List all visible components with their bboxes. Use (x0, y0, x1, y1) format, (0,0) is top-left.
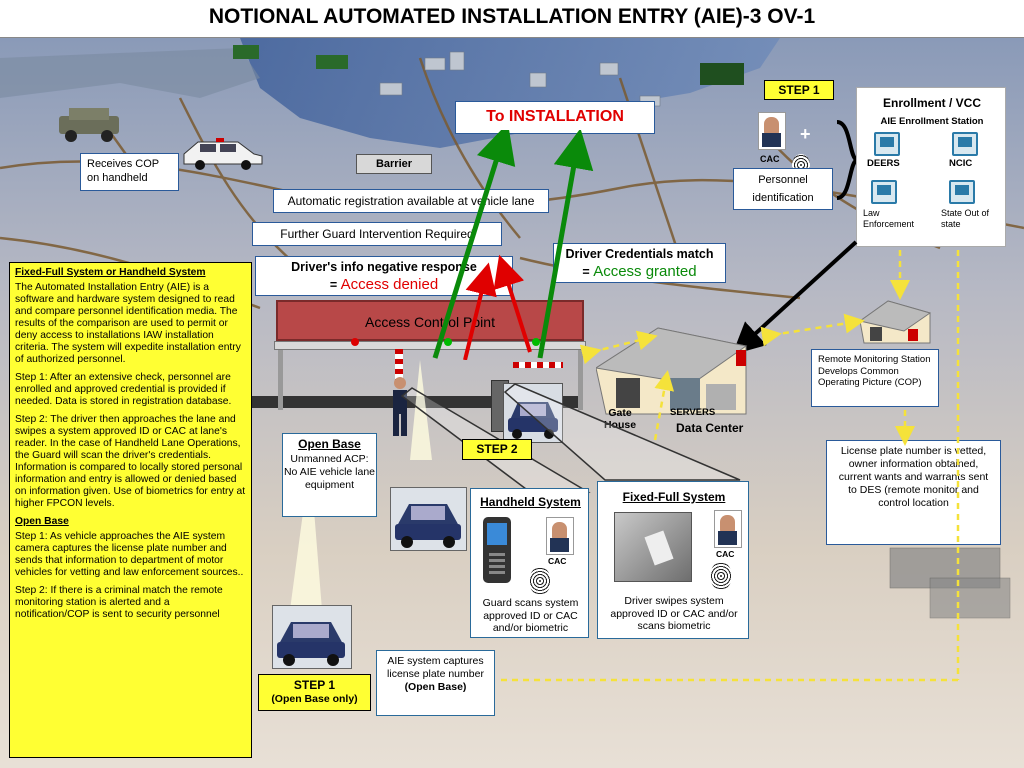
ncic-label: NCIC (949, 158, 973, 169)
cac-card-icon-top (758, 112, 786, 150)
credentials-match-box: Driver Credentials match = Access grante… (553, 243, 726, 283)
cac-label-top: CAC (760, 154, 780, 164)
gate-house-label: Gate House (603, 407, 637, 431)
police-car-icon (180, 136, 266, 172)
remote-monitoring-building (858, 299, 934, 345)
canopy-light-red (351, 338, 359, 346)
deers-label: DEERS (867, 158, 900, 169)
handheld-cac-label: CAC (548, 556, 567, 566)
left-heading-fixed-full: Fixed-Full System or Handheld System (15, 267, 206, 278)
left-description-panel: Fixed-Full System or Handheld System The… (9, 262, 252, 758)
open-base-text: Unmanned ACP: No AIE vehicle lane equipm… (283, 453, 376, 491)
open-base-box: Open Base Unmanned ACP: No AIE vehicle l… (282, 433, 377, 517)
barrier-label: Barrier (356, 154, 432, 174)
fingerprint-icon-fixed (710, 562, 732, 590)
handheld-system-box: Handheld System CAC Guard scans system a… (470, 488, 589, 638)
gate-arm-left (395, 349, 403, 385)
left-paragraph-4: Step 1: As vehicle approaches the AIE sy… (15, 531, 244, 578)
state-label: State Out of state (941, 208, 990, 229)
cac-card-icon-handheld (546, 517, 574, 555)
handheld-title: Handheld System (480, 495, 581, 509)
canopy-light-green-1 (444, 338, 452, 346)
license-plate-box: License plate number is vetted, owner in… (826, 440, 1001, 545)
enrollment-vcc-panel: Enrollment / VCC AIE Enrollment Station … (856, 87, 1006, 247)
canopy-post-left (278, 350, 283, 410)
further-guard-box: Further Guard Intervention Required (252, 222, 502, 246)
card-swipe-photo (614, 512, 692, 582)
open-base-car-image-1 (390, 487, 467, 551)
handheld-device-icon (483, 517, 511, 583)
servers-label: SERVERS (670, 407, 716, 418)
receives-cop-label: Receives COP on handheld (80, 153, 179, 191)
data-center-label: Data Center (676, 421, 744, 435)
enrollment-subtitle: AIE Enrollment Station (880, 116, 984, 127)
to-installation-box: To INSTALLATION (455, 101, 655, 134)
humvee-icon (55, 106, 125, 144)
aie-captures-text: AIE system captures license plate number (387, 655, 484, 680)
deers-computer-icon (874, 132, 900, 156)
enrollment-title: Enrollment / VCC (882, 96, 981, 110)
gate-arm-right (513, 362, 563, 368)
lane-car-image (503, 383, 563, 443)
canopy-post-right (578, 350, 583, 410)
fixed-full-title: Fixed-Full System (622, 490, 726, 504)
law-enforcement-computer-icon (871, 180, 897, 204)
page-title: NOTIONAL AUTOMATED INSTALLATION ENTRY (A… (208, 5, 816, 28)
fingerprint-icon-handheld (529, 567, 551, 595)
remote-monitoring-box: Remote Monitoring Station Develops Commo… (811, 349, 939, 407)
step2-label: STEP 2 (462, 439, 532, 460)
left-heading-open-base: Open Base (15, 516, 69, 527)
fixed-full-system-box: Fixed-Full System CAC Driver swipes syst… (597, 481, 749, 639)
fixed-full-cac-label: CAC (716, 549, 735, 559)
aie-captures-bold: (Open Base) (404, 681, 467, 693)
handheld-text: Guard scans system approved ID or CAC an… (482, 597, 579, 634)
guard-figure-icon (388, 376, 412, 436)
auto-registration-box: Automatic registration available at vehi… (273, 189, 549, 213)
state-computer-icon (949, 180, 975, 204)
open-base-car-image-2 (272, 605, 352, 669)
ncic-computer-icon (952, 132, 978, 156)
step1-top-label: STEP 1 (764, 80, 834, 100)
left-paragraph-1: The Automated Installation Entry (AIE) i… (15, 282, 241, 365)
open-base-title: Open Base (298, 437, 361, 451)
canopy-light-green-2 (532, 338, 540, 346)
personnel-identification-box: Personnel identification (733, 168, 833, 210)
plus-sign: + (800, 124, 811, 144)
decision-arrows (432, 130, 594, 360)
access-control-point-canopy: Access Control Point (276, 300, 584, 341)
fixed-full-text: Driver swipes system approved ID or CAC … (610, 595, 738, 632)
left-paragraph-3: Step 2: The driver then approaches the l… (15, 414, 246, 509)
left-paragraph-5: Step 2: If there is a criminal match the… (15, 585, 223, 620)
aie-captures-box: AIE system captures license plate number… (376, 650, 495, 716)
step1-bottom-label: STEP 1 (Open Base only) (258, 674, 371, 711)
cac-card-icon-fixed (714, 510, 742, 548)
law-enforcement-label: Law Enforcement (863, 208, 915, 229)
left-paragraph-2: Step 1: After an extensive check, person… (15, 372, 232, 407)
